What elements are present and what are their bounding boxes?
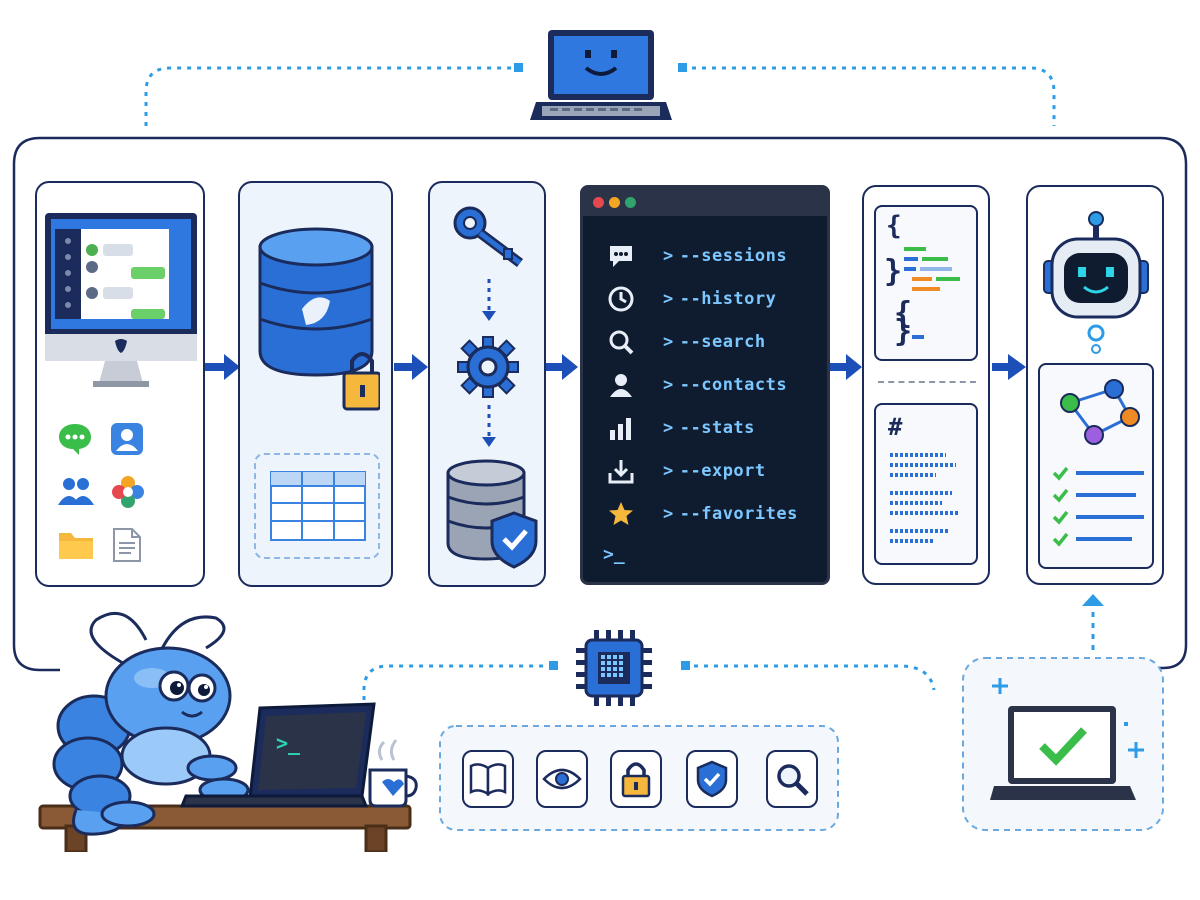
verified-laptop-icon — [990, 672, 1146, 806]
markdown-output-card: # — [874, 403, 978, 565]
bar-chart-icon — [610, 418, 631, 440]
panel-database — [238, 181, 393, 587]
folder-icon — [57, 529, 95, 561]
tool-lock[interactable] — [610, 750, 662, 808]
terminal-cursor: >_ — [603, 544, 625, 565]
prompt-symbol: > — [663, 375, 674, 395]
shrimp-mascot: >_ — [36, 600, 422, 852]
markdown-heading-symbol: # — [888, 413, 903, 441]
command-label: --favorites — [679, 504, 798, 524]
panel-decrypt — [428, 181, 546, 587]
command-label: --export — [679, 461, 766, 481]
terminal-window: >--sessions >--history >--search >--cont… — [580, 185, 830, 585]
analysis-card — [1038, 363, 1154, 569]
markdown-text-lines — [890, 453, 958, 543]
top-laptop-icon — [530, 28, 672, 124]
output-divider — [878, 381, 976, 383]
prompt-symbol: > — [663, 246, 674, 266]
shield-check-icon — [696, 760, 728, 798]
star-icon — [609, 502, 633, 525]
laptop-screen-prompt: >_ — [276, 731, 301, 755]
download-icon — [608, 460, 634, 484]
minimize-dot[interactable] — [609, 197, 620, 208]
secure-database-icon — [444, 459, 540, 571]
close-dot[interactable] — [593, 197, 604, 208]
command-label: --history — [679, 289, 777, 309]
eye-icon — [542, 768, 582, 790]
lock-icon — [621, 762, 651, 798]
chip-icon — [576, 630, 652, 706]
svg-text:}: } — [884, 254, 902, 289]
json-brace: { — [886, 211, 902, 241]
json-output-card: { } } { — [874, 205, 978, 361]
prompt-symbol: > — [663, 461, 674, 481]
database-icon — [256, 227, 380, 417]
panel-ai-assistant — [1026, 185, 1164, 585]
terminal-titlebar — [583, 188, 827, 216]
json-code-lines: } } { — [884, 247, 960, 349]
command-favorites[interactable]: >--favorites — [607, 496, 827, 532]
book-icon — [469, 763, 507, 796]
command-search[interactable]: >--search — [607, 324, 827, 360]
panel-outputs: { } } { # — [862, 185, 990, 585]
tool-view[interactable] — [536, 750, 588, 808]
tool-protect[interactable] — [686, 750, 738, 808]
command-contacts[interactable]: >--contacts — [607, 367, 827, 403]
person-icon — [610, 374, 632, 397]
magnifier-icon — [609, 330, 634, 355]
checklist-icon — [1052, 466, 1144, 547]
desktop-monitor-icon — [45, 213, 197, 391]
table-preview-frame — [254, 453, 380, 559]
tool-search[interactable] — [766, 750, 818, 808]
graph-network-icon — [1060, 379, 1140, 445]
command-stats[interactable]: >--stats — [607, 410, 827, 446]
command-sessions[interactable]: >--sessions — [607, 238, 827, 274]
prompt-symbol: > — [663, 504, 674, 524]
key-icon — [452, 205, 526, 269]
table-grid-icon — [270, 471, 366, 541]
tool-read[interactable] — [462, 750, 514, 808]
command-label: --contacts — [679, 375, 788, 395]
prompt-symbol: > — [663, 418, 674, 438]
chat-bubble-icon — [610, 246, 632, 267]
flow-down-arrow-1 — [482, 279, 496, 321]
robot-icon — [1040, 209, 1152, 357]
clock-icon — [608, 286, 634, 312]
group-icon — [57, 475, 95, 509]
chat-app-icon — [57, 421, 93, 457]
command-label: --search — [679, 332, 766, 352]
svg-text:}: } — [894, 314, 912, 349]
gear-icon — [456, 335, 520, 399]
maximize-dot[interactable] — [625, 197, 636, 208]
command-export[interactable]: >--export — [607, 453, 827, 489]
document-icon — [111, 527, 143, 563]
command-label: --stats — [679, 418, 755, 438]
panel-data-sources — [35, 181, 205, 587]
prompt-symbol: > — [663, 289, 674, 309]
command-label: --sessions — [679, 246, 788, 266]
search-icon — [777, 764, 809, 796]
command-history[interactable]: >--history — [607, 281, 827, 317]
prompt-symbol: > — [663, 332, 674, 352]
contact-card-icon — [109, 421, 145, 457]
flow-down-arrow-2 — [482, 405, 496, 447]
svg-text:{: { — [894, 296, 912, 331]
photos-icon — [111, 475, 145, 509]
